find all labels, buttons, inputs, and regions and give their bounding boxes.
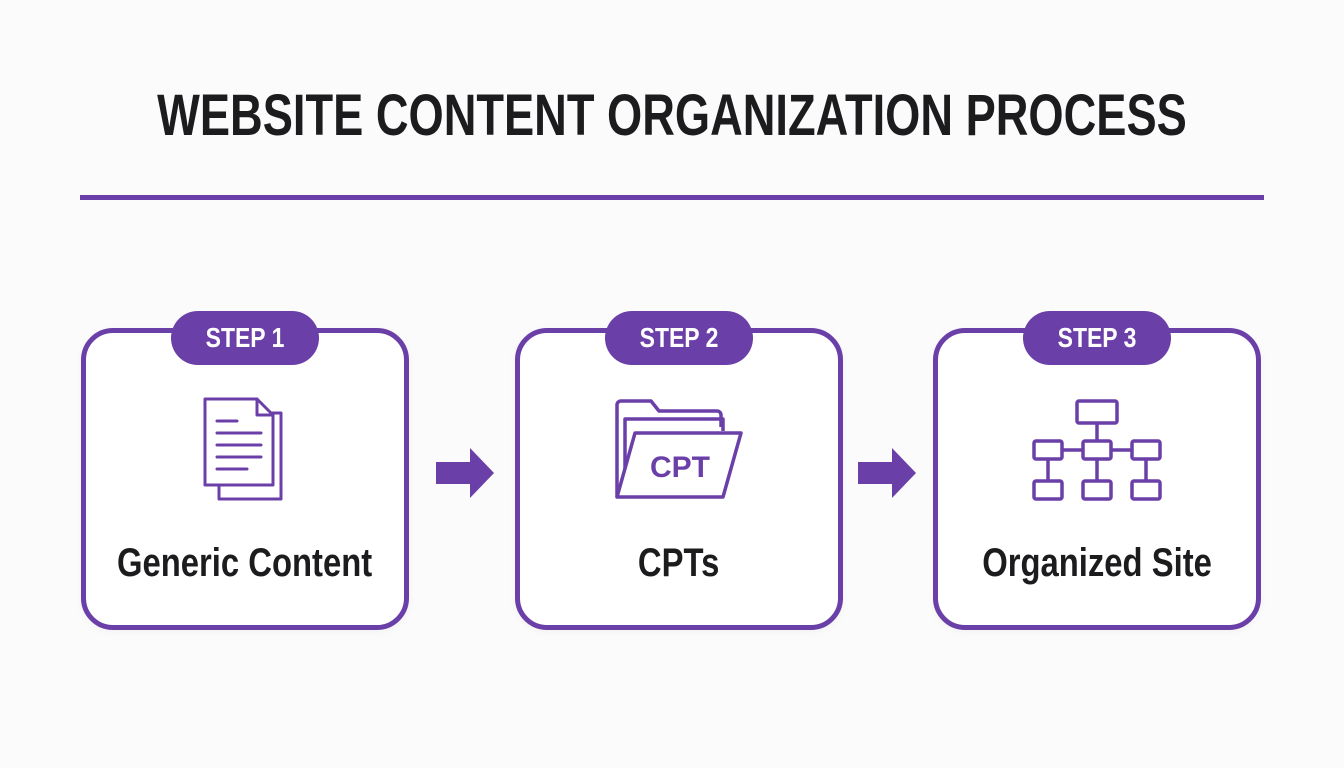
step-2-badge: STEP 2 bbox=[605, 311, 753, 365]
documents-icon bbox=[199, 395, 291, 510]
svg-text:CPT: CPT bbox=[650, 451, 710, 484]
folder-icon: CPT bbox=[613, 397, 745, 508]
step-2-label: CPTs bbox=[638, 541, 720, 585]
step-1-badge: STEP 1 bbox=[171, 311, 319, 365]
step-3-badge: STEP 3 bbox=[1023, 311, 1171, 365]
step-1-card: STEP 1 Generic Content bbox=[81, 311, 409, 630]
diagram-title: WEBSITE CONTENT ORGANIZATION PROCESS bbox=[157, 83, 1187, 148]
step-1-label: Generic Content bbox=[117, 541, 373, 585]
sitemap-icon bbox=[1032, 399, 1162, 508]
step-2-card: STEP 2 CPT CPTs bbox=[515, 311, 843, 630]
step-3-card: STEP 3 Organized Site bbox=[933, 311, 1261, 630]
arrow-right-icon bbox=[858, 448, 916, 498]
title-divider bbox=[80, 195, 1264, 200]
step-3-label: Organized Site bbox=[982, 541, 1212, 585]
arrow-right-icon bbox=[436, 448, 494, 498]
